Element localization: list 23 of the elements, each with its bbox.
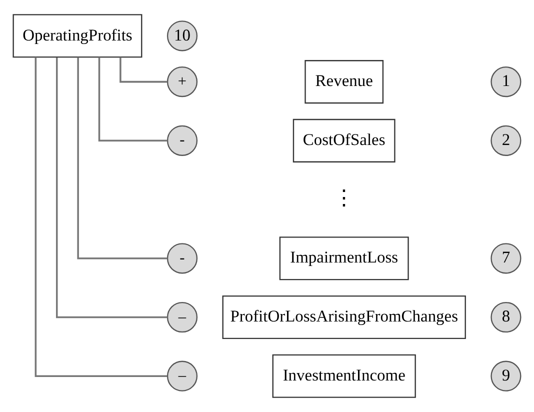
- node-circle: 2: [490, 125, 522, 156]
- node-circle: –: [166, 360, 198, 392]
- connector: [34, 57, 168, 377]
- node-circle: -: [166, 125, 198, 156]
- label: ⋮: [334, 186, 355, 210]
- connector: [120, 57, 168, 83]
- connector: [98, 57, 168, 142]
- node-circle: 9: [490, 360, 522, 392]
- node-circle: 7: [490, 243, 522, 274]
- node-box: InvestmentIncome: [272, 354, 416, 398]
- node-circle: +: [166, 66, 198, 98]
- node-circle: 8: [490, 302, 522, 333]
- connector: [56, 58, 168, 318]
- node-circle: 10: [166, 20, 198, 52]
- node-box: CostOfSales: [292, 118, 396, 162]
- node-circle: –: [166, 302, 198, 333]
- node-box: Revenue: [304, 60, 384, 104]
- node-circle: -: [166, 243, 198, 274]
- node-box: OperatingProfits: [12, 14, 142, 58]
- node-box: ImpairmentLoss: [279, 236, 409, 280]
- node-box: ProfitOrLossArisingFromChanges: [222, 295, 466, 340]
- node-circle: 1: [490, 66, 522, 98]
- connector: [77, 57, 168, 260]
